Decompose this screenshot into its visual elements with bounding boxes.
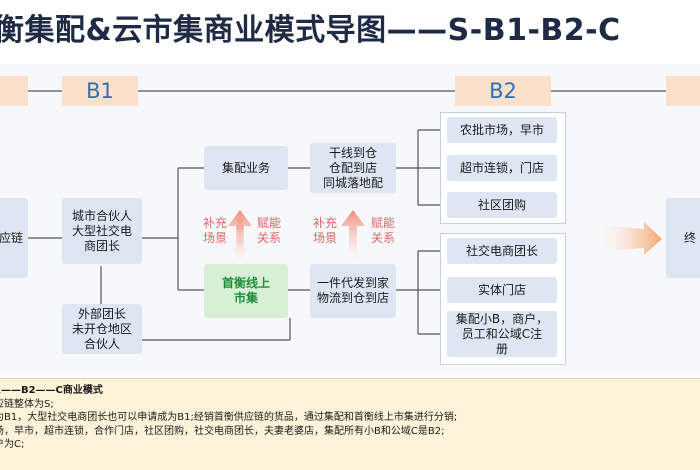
social-leader-node: 社交电商团长 bbox=[447, 238, 557, 264]
market-node: 首衡线上 市集 bbox=[204, 264, 288, 318]
label-line: 关系 bbox=[370, 231, 395, 245]
header-right-stub bbox=[666, 76, 700, 106]
up-arrow-right bbox=[341, 210, 365, 264]
supplement-label-1: 补充 场景 bbox=[200, 216, 230, 246]
small-b-node: 集配小B，商户， 员工和公域C注 册 bbox=[447, 311, 557, 357]
label-line: 场景 bbox=[202, 231, 227, 245]
small-b-line: 员工和公域C注 bbox=[461, 326, 543, 341]
community-group-node: 社区团购 bbox=[447, 192, 557, 218]
dropship-node: 一件代发到家 物流到仓到店 bbox=[310, 264, 396, 318]
dropship-line: 物流到仓到店 bbox=[316, 291, 389, 305]
label-line: 补充 bbox=[202, 216, 227, 230]
external-leader-line: 合伙人 bbox=[83, 336, 120, 351]
external-leader-line: 外部团长 bbox=[77, 306, 126, 321]
page-title: 衡集配&云市集商业模式导图——S-B1-B2-C bbox=[0, 13, 621, 48]
trunk-line-node: 干线到仓 仓配到店 同城落地配 bbox=[310, 143, 396, 193]
left-chain-node: 应链 bbox=[0, 198, 28, 278]
city-partner-line: 城市合伙人 bbox=[71, 208, 132, 223]
small-b-line: 册 bbox=[495, 341, 508, 356]
supplement-label-2: 补充 场景 bbox=[310, 216, 340, 246]
trunk-line: 同城落地配 bbox=[322, 175, 383, 190]
note-line: 应链整体为S; bbox=[0, 398, 54, 410]
up-arrow-left-head bbox=[228, 210, 252, 264]
market-line: 首衡线上 bbox=[221, 276, 270, 290]
city-partner-line: 大型社交电 bbox=[71, 223, 132, 238]
empower-label-2: 赋能 关系 bbox=[368, 216, 398, 246]
external-leader-node: 外部团长 未开仓地区 合伙人 bbox=[62, 304, 142, 354]
external-leader-line: 未开仓地区 bbox=[71, 321, 132, 336]
right-end-label: 终 bbox=[684, 230, 697, 245]
physical-store-node: 实体门店 bbox=[447, 277, 557, 303]
header-b2: B2 bbox=[455, 76, 551, 106]
city-partner-node: 城市合伙人 大型社交电 商团长 bbox=[62, 198, 142, 264]
big-right-arrow bbox=[598, 222, 662, 255]
supermarket-node: 超市连锁，门店 bbox=[447, 155, 557, 181]
label-line: 赋能 bbox=[370, 216, 395, 230]
trunk-line: 仓配到店 bbox=[328, 160, 377, 175]
note-line: 场，早市，超市连锁，合作门店，社区团购，社交电商团长，夫妻老婆店，集配所有小B和… bbox=[0, 425, 445, 437]
note-line: 1——B2——C商业模式 bbox=[0, 385, 103, 396]
label-line: 场景 bbox=[312, 231, 337, 245]
note-line: 为B1，大型社交电商团长也可以申请成为B1;经销首衡供应链的货品，通过集配和首衡… bbox=[0, 412, 458, 424]
model-note: 1——B2——C商业模式 应链整体为S; 为B1，大型社交电商团长也可以申请成为… bbox=[0, 378, 700, 470]
market-line: 市集 bbox=[233, 291, 258, 305]
note-line: 户为C; bbox=[0, 439, 25, 451]
label-line: 关系 bbox=[256, 231, 281, 245]
farm-market-node: 农批市场，早市 bbox=[447, 117, 557, 143]
label-line: 赋能 bbox=[256, 216, 281, 230]
distribution-node: 集配业务 bbox=[204, 146, 288, 190]
header-left-stub bbox=[0, 76, 28, 106]
city-partner-line: 商团长 bbox=[83, 238, 120, 253]
dropship-line: 一件代发到家 bbox=[316, 276, 389, 290]
right-end-node: 终 bbox=[666, 198, 700, 278]
trunk-line: 干线到仓 bbox=[328, 145, 377, 160]
header-b1: B1 bbox=[62, 76, 138, 106]
small-b-line: 集配小B，商户， bbox=[455, 311, 549, 326]
empower-label-1: 赋能 关系 bbox=[254, 216, 284, 246]
label-line: 补充 bbox=[312, 216, 337, 230]
